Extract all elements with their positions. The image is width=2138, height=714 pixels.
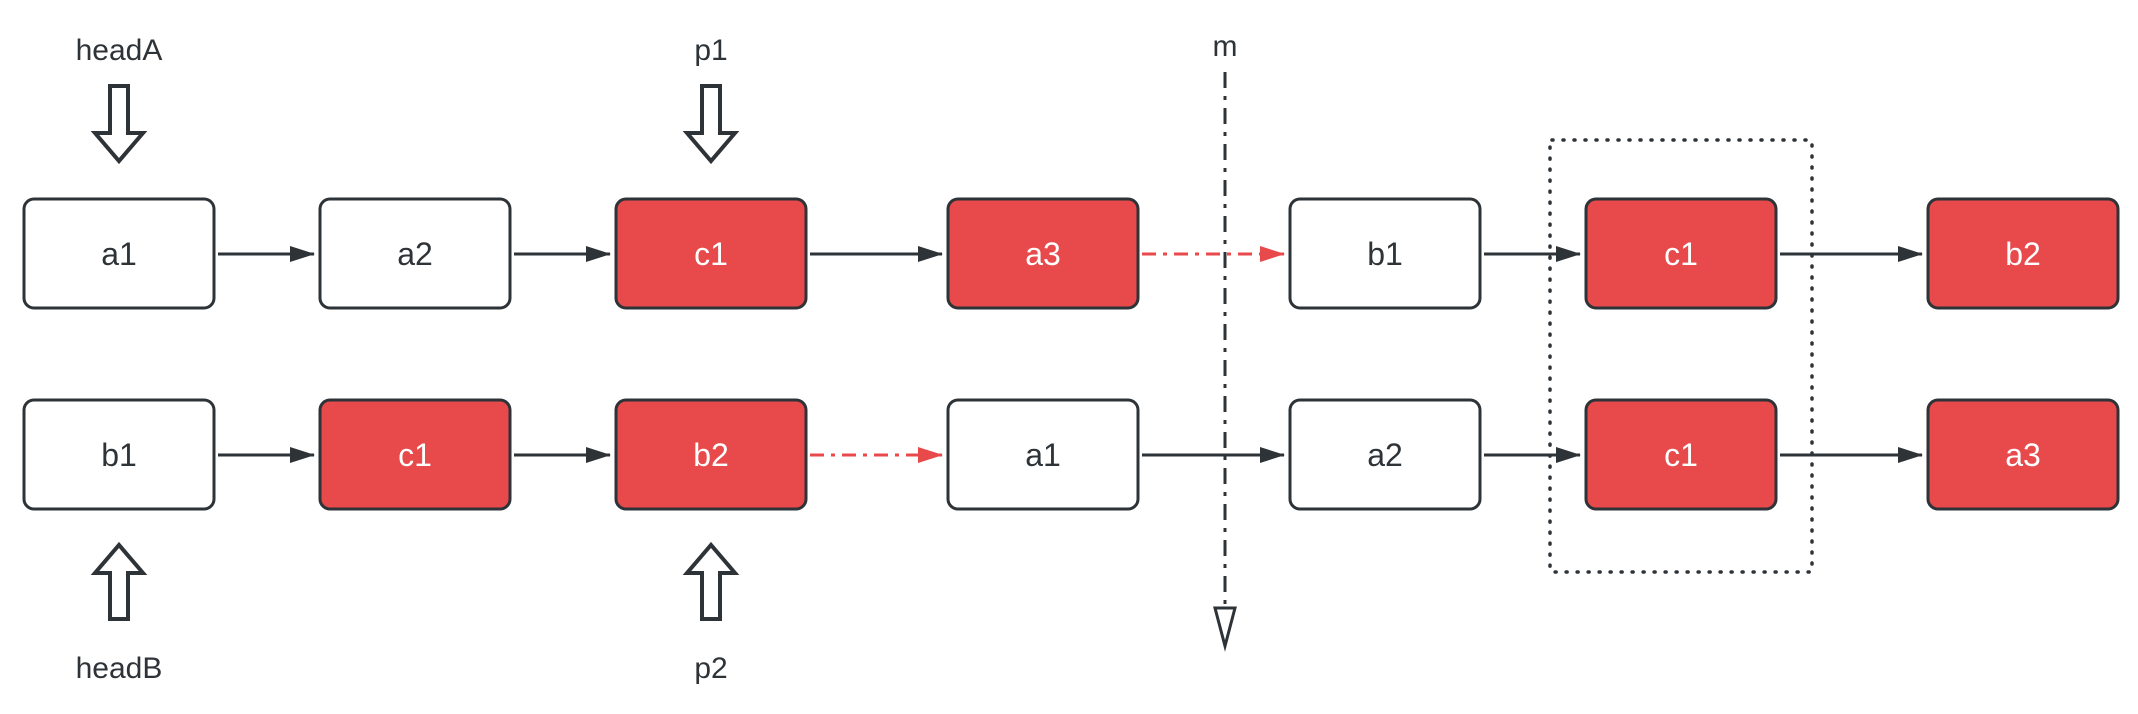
node-label: c1	[398, 437, 432, 473]
pointer-p1: p1	[682, 34, 740, 165]
node-label: a3	[2005, 437, 2041, 473]
list-node: b1	[22, 398, 216, 511]
headB-up-block-arrow-icon	[90, 541, 148, 621]
divider-m: m	[1213, 30, 1238, 652]
node-box	[22, 398, 216, 511]
node-box	[946, 197, 1140, 310]
headB-label: headB	[76, 652, 163, 685]
node-box	[22, 197, 216, 310]
node-label: c1	[1664, 236, 1698, 272]
list-node: c1	[614, 197, 808, 310]
shared-node-dotted-box	[1548, 138, 1814, 574]
node-box	[1584, 197, 1778, 310]
listB-nodes: b1 c1 b2 a1 a2 c1 a3	[22, 398, 2120, 511]
node-label: c1	[1664, 437, 1698, 473]
node-box	[1926, 398, 2120, 511]
list-node: c1	[318, 398, 512, 511]
list-node: a3	[946, 197, 1140, 310]
node-label: b2	[693, 437, 729, 473]
listA-nodes: a1 a2 c1 a3 b1 c1 b2	[22, 197, 2120, 310]
node-label: c1	[694, 236, 728, 272]
p2-up-block-arrow-icon	[682, 541, 740, 621]
p1-label: p1	[694, 34, 727, 67]
node-box	[1926, 197, 2120, 310]
list-node: a1	[946, 398, 1140, 511]
node-box	[614, 197, 808, 310]
node-label: a2	[1367, 437, 1403, 473]
p2-label: p2	[694, 652, 727, 685]
node-label: b1	[101, 437, 137, 473]
headA-down-block-arrow-icon	[90, 84, 148, 165]
pointer-headA: headA	[76, 34, 163, 165]
headA-label: headA	[76, 34, 163, 67]
m-down-arrowhead-icon	[1213, 606, 1237, 652]
list-node: c1	[1584, 398, 1778, 511]
node-box	[318, 398, 512, 511]
list-node: a2	[318, 197, 512, 310]
list-node: c1	[1584, 197, 1778, 310]
node-box	[614, 398, 808, 511]
list-node: b1	[1288, 197, 1482, 310]
node-box	[1288, 197, 1482, 310]
m-label: m	[1213, 30, 1238, 63]
node-box	[1288, 398, 1482, 511]
node-label: b2	[2005, 236, 2041, 272]
node-box	[318, 197, 512, 310]
p1-down-block-arrow-icon	[682, 84, 740, 165]
list-node: a3	[1926, 398, 2120, 511]
node-label: a2	[397, 236, 433, 272]
node-box	[1584, 398, 1778, 511]
list-node: a2	[1288, 398, 1482, 511]
node-label: b1	[1367, 236, 1403, 272]
node-label: a1	[1025, 437, 1061, 473]
node-box	[946, 398, 1140, 511]
pointer-p2: p2	[682, 541, 740, 685]
pointer-headB: headB	[76, 541, 163, 685]
node-label: a3	[1025, 236, 1061, 272]
list-node: b2	[1926, 197, 2120, 310]
list-node: b2	[614, 398, 808, 511]
node-label: a1	[101, 236, 137, 272]
list-node: a1	[22, 197, 216, 310]
